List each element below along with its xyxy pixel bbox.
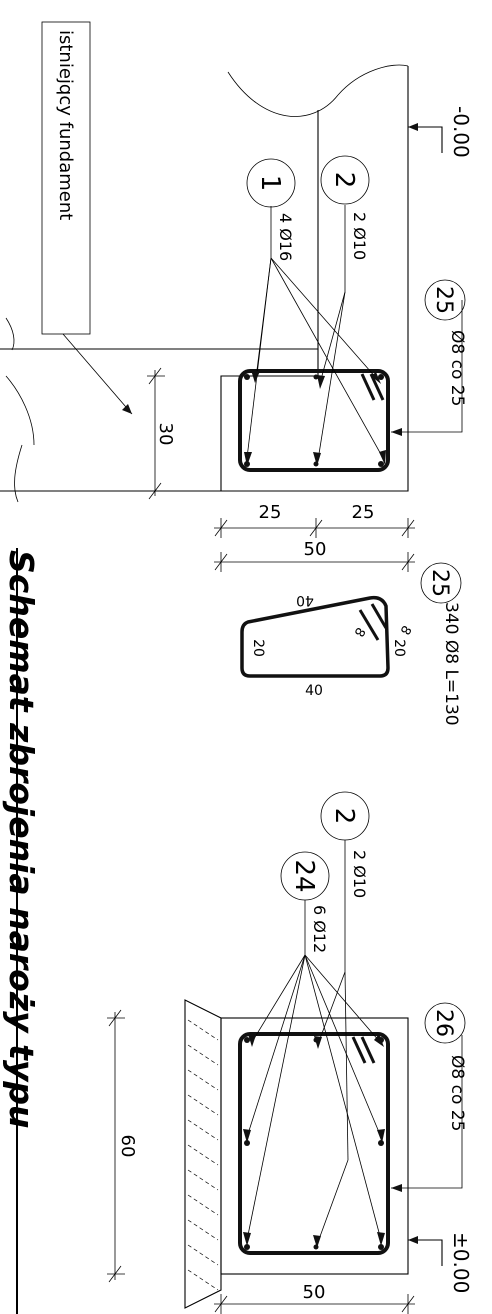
dim-25a: 25 xyxy=(259,502,282,523)
marker-2-lower-spec: 2 Ø10 xyxy=(350,850,369,898)
marker-24-spec: 6 Ø12 xyxy=(310,905,329,953)
marker-2-lower xyxy=(320,791,370,841)
stirrup-upper xyxy=(238,369,390,472)
svg-text:25: 25 xyxy=(427,569,452,597)
marker-26-spec: Ø8 co 25 xyxy=(447,1055,467,1131)
rebar-dot xyxy=(378,1140,384,1146)
rebar-dot xyxy=(244,1244,250,1250)
level-top-label: -0.00 xyxy=(449,106,473,158)
svg-text:25: 25 xyxy=(431,286,456,314)
upper-texts: istniejqcy fundament -0.00 1 4 Ø16 2 2 Ø… xyxy=(41,21,473,560)
dim-50-top: 50 xyxy=(304,539,327,560)
stirrup-dim-left: 20 xyxy=(250,639,266,657)
dim-30: 30 xyxy=(155,423,176,446)
lower-texts: 2 2 Ø10 24 6 Ø12 26 Ø8 co 25 60 50 ±0.00 xyxy=(117,791,473,1303)
rebar-dot xyxy=(378,1244,384,1250)
marker-2 xyxy=(320,155,370,205)
stirrup-hook-b: 8 xyxy=(396,622,413,637)
dim-50-bottom: 50 xyxy=(303,1282,326,1303)
rebar-dot xyxy=(244,1037,250,1043)
dim-25b: 25 xyxy=(352,502,375,523)
marker-25-top xyxy=(424,279,466,321)
lower-beam-outline xyxy=(220,1017,409,1275)
existing-foundation-outline xyxy=(0,110,319,350)
svg-text:24: 24 xyxy=(289,859,319,892)
existing-foundation-label: istniejqcy fundament xyxy=(55,30,76,220)
stirrup-dim-top: 40 xyxy=(296,592,314,608)
beam-outline xyxy=(220,349,319,491)
stirrup-dim-right: 20 xyxy=(391,639,407,657)
rebar-dot xyxy=(244,374,250,380)
marker-1-spec: 4 Ø16 xyxy=(276,213,295,261)
svg-text:1: 1 xyxy=(255,175,285,192)
stirrup-hook-a: 8 xyxy=(350,624,367,639)
wall-hatch xyxy=(187,1019,219,1291)
marker-2-spec: 2 Ø10 xyxy=(350,212,369,260)
marker-1 xyxy=(246,158,296,208)
marker-25-detail xyxy=(420,562,462,604)
stirrup-dim-bottom: 40 xyxy=(305,683,323,699)
stirrup-lower xyxy=(238,1032,390,1255)
svg-text:2: 2 xyxy=(329,808,359,825)
lower-section xyxy=(107,840,463,1314)
upper-section xyxy=(0,64,463,572)
marker-24 xyxy=(280,851,330,901)
marker-25-top-spec: Ø8 co 25 xyxy=(447,330,467,406)
level-bottom-label: ±0.00 xyxy=(449,1232,473,1293)
svg-text:2: 2 xyxy=(329,172,359,189)
title-text: Schemat zbrojenia naroży typu xyxy=(2,550,41,1128)
stirrup-detail: 40 40 20 20 8 8 25 340 Ø8 L=130 xyxy=(240,562,462,726)
dim-60: 60 xyxy=(117,1135,138,1158)
rebar-dot xyxy=(378,374,384,380)
drawing-title: Schemat zbrojenia naroży typu xyxy=(2,548,41,1314)
marker-26 xyxy=(424,1002,466,1044)
marker-25-detail-spec: 340 Ø8 L=130 xyxy=(441,602,461,726)
svg-text:26: 26 xyxy=(431,1009,456,1037)
rebar-dot xyxy=(378,461,384,467)
